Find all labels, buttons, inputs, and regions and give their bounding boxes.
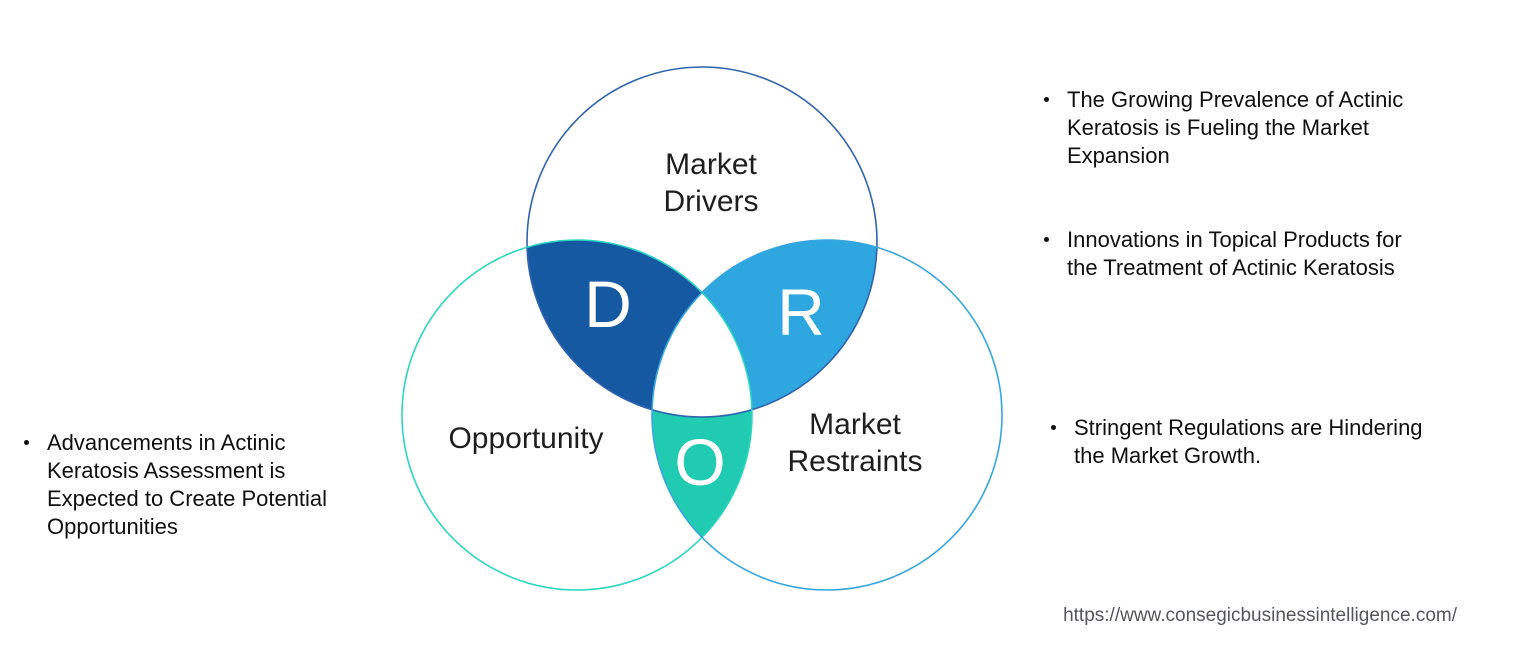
drivers-circle-outline (526, 66, 878, 418)
bullet-icon (1044, 237, 1049, 242)
opportunity-circle-outline (401, 239, 753, 591)
drivers-label: Market Drivers (663, 148, 759, 218)
opportunity-label: Opportunity (448, 422, 604, 455)
bullet-icon (1051, 425, 1056, 430)
right-bullet-text-1: The Growing Prevalence of Actinic Kerato… (1067, 87, 1404, 168)
right-bullet-text-3: Stringent Regulations are Hindering the … (1074, 415, 1423, 468)
letter-r: R (777, 275, 825, 349)
right-bullet-text-2: Innovations in Topical Products for the … (1067, 227, 1402, 280)
right-bullet-regulations: Stringent Regulations are Hindering the … (1051, 414, 1474, 470)
bullet-icon (1044, 97, 1049, 102)
restraints-label: Market Restraints (787, 408, 923, 478)
letter-o: O (674, 425, 726, 499)
left-bullet-opportunities: Advancements in Actinic Keratosis Assess… (24, 429, 377, 541)
right-bullet-prevalence: The Growing Prevalence of Actinic Kerato… (1044, 86, 1467, 170)
bullet-icon (24, 440, 29, 445)
source-url: https://www.consegicbusinessintelligence… (1063, 605, 1457, 626)
right-bullet-innovations: Innovations in Topical Products for the … (1044, 226, 1467, 282)
left-bullet-text: Advancements in Actinic Keratosis Assess… (47, 430, 328, 539)
letter-d: D (584, 267, 632, 341)
restraints-circle-outline (651, 239, 1003, 591)
